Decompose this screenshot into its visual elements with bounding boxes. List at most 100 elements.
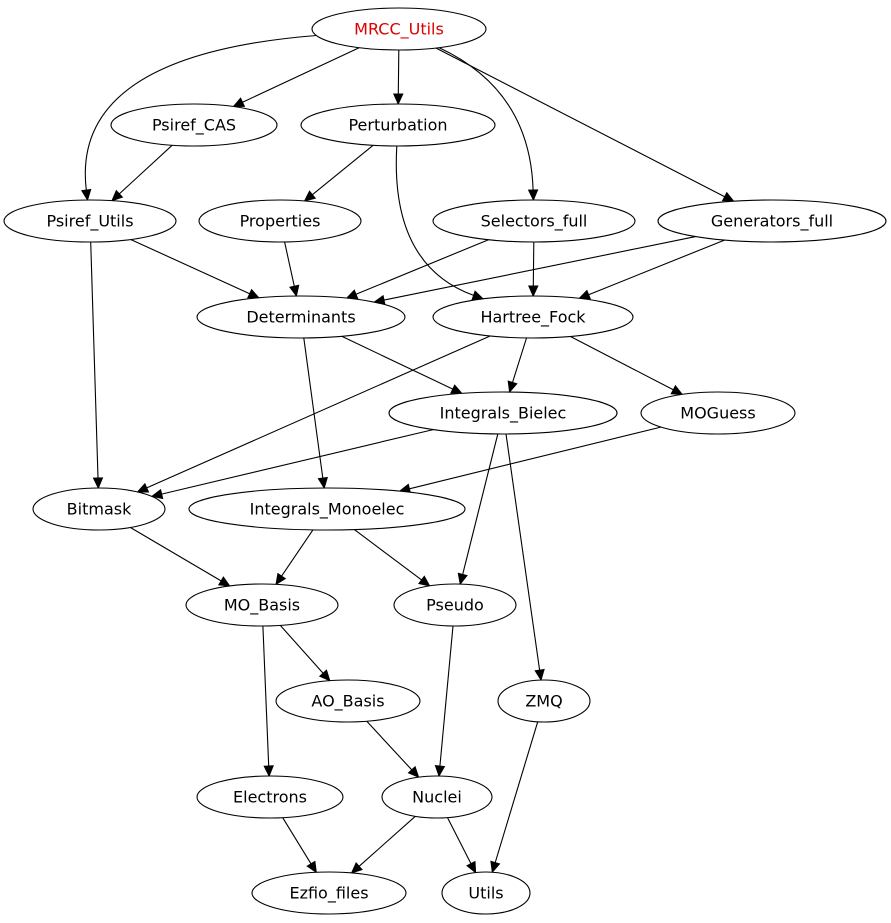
edge-ao-basis-to-nuclei: [366, 720, 420, 779]
edge-line: [358, 815, 416, 867]
node-ellipse: [198, 199, 362, 243]
node-mo-basis: MO_Basis: [185, 583, 339, 627]
edge-hartree-fock-to-integrals-bielec: [507, 337, 528, 394]
node-psiref-cas: Psiref_CAS: [110, 103, 278, 147]
edge-mo-basis-to-electrons: [262, 625, 274, 778]
edge-determinants-to-integrals-bielec: [341, 335, 463, 394]
node-ellipse: [432, 199, 636, 243]
node-utils: Utils: [441, 871, 531, 915]
arrowhead-icon: [232, 97, 246, 108]
node-label-bitmask: Bitmask: [67, 500, 132, 519]
arrowhead-icon: [407, 765, 420, 779]
arrowhead-icon: [111, 189, 124, 202]
edge-line: [438, 47, 534, 191]
arrowhead-icon: [434, 765, 446, 778]
node-ellipse: [497, 679, 591, 723]
node-ellipse: [110, 103, 278, 147]
edge-line: [570, 336, 674, 391]
arrowhead-icon: [318, 669, 331, 682]
node-moguess: MOGuess: [640, 391, 796, 435]
node-label-pseudo: Pseudo: [426, 596, 484, 615]
arrowhead-icon: [457, 572, 468, 586]
edge-line: [494, 721, 539, 863]
node-label-nuclei: Nuclei: [412, 788, 462, 807]
node-label-psiref-cas: Psiref_CAS: [152, 116, 236, 136]
node-perturbation: Perturbation: [300, 103, 496, 147]
edge-line: [355, 239, 489, 295]
arrowhead-icon: [393, 93, 404, 106]
node-ellipse: [381, 775, 493, 819]
node-psiref-utils: Psiref_Utils: [3, 199, 177, 243]
edge-perturbation-to-hartree-fock: [395, 145, 485, 301]
node-label-integrals-bielec: Integrals_Bielec: [440, 404, 567, 424]
node-generators-full: Generators_full: [657, 199, 887, 243]
arrowhead-icon: [466, 860, 477, 874]
arrowhead-icon: [275, 572, 287, 586]
edge-line: [242, 47, 360, 103]
edge-line: [84, 34, 317, 191]
node-zmq: ZMQ: [497, 679, 591, 723]
arrowhead-icon: [136, 482, 150, 493]
arrowhead-icon: [150, 488, 164, 500]
arrowhead-icon: [289, 284, 300, 298]
node-label-moguess: MOGuess: [680, 404, 755, 423]
arrowhead-icon: [303, 190, 317, 202]
edge-line: [282, 817, 312, 865]
arrowhead-icon: [80, 188, 92, 202]
edge-integrals-monoelec-to-mo-basis: [275, 529, 314, 586]
node-integrals-monoelec: Integrals_Monoelec: [188, 487, 466, 531]
edge-integrals-bielec-to-pseudo: [457, 433, 499, 586]
node-bitmask: Bitmask: [32, 487, 166, 531]
arrowhead-icon: [471, 290, 485, 301]
arrowhead-icon: [418, 575, 431, 587]
edge-properties-to-determinants: [284, 241, 300, 298]
arrowhead-icon: [247, 288, 260, 299]
edges-layer: [80, 34, 735, 874]
node-label-perturbation: Perturbation: [348, 116, 447, 135]
arrowhead-icon: [490, 860, 501, 874]
edge-pseudo-to-nuclei: [434, 625, 454, 778]
edge-integrals-monoelec-to-pseudo: [354, 529, 431, 587]
node-ellipse: [311, 7, 487, 51]
arrowhead-icon: [345, 289, 359, 300]
edge-integrals-bielec-to-bitmask: [150, 429, 434, 500]
edge-line: [395, 145, 474, 296]
arrowhead-icon: [92, 477, 104, 490]
node-pseudo: Pseudo: [393, 583, 517, 627]
edge-line: [312, 144, 374, 196]
node-label-electrons: Electrons: [233, 788, 307, 807]
edge-selectors-full-to-hartree-fock: [528, 241, 539, 298]
node-ellipse: [300, 103, 496, 147]
node-ellipse: [196, 295, 406, 339]
edge-moguess-to-integrals-monoelec: [398, 426, 661, 494]
edge-line: [303, 337, 324, 479]
arrowhead-icon: [528, 285, 539, 298]
edge-mrcc-utils-to-selectors-full: [438, 47, 539, 202]
edge-mrcc-utils-to-generators-full: [435, 47, 735, 202]
node-label-mo-basis: MO_Basis: [224, 596, 300, 616]
edge-bitmask-to-mo-basis: [130, 527, 231, 587]
node-ezfio-files: Ezfio_files: [251, 871, 407, 915]
edge-line: [435, 47, 725, 198]
arrowhead-icon: [670, 384, 684, 395]
arrowhead-icon: [350, 861, 363, 874]
edge-line: [588, 239, 725, 296]
edge-line: [439, 625, 454, 767]
arrowhead-icon: [534, 668, 545, 682]
node-ellipse: [441, 871, 531, 915]
edge-psiref-utils-to-bitmask: [90, 241, 104, 490]
node-label-hartree-fock: Hartree_Fock: [480, 308, 586, 328]
edge-generators-full-to-hartree-fock: [578, 239, 725, 300]
node-properties: Properties: [198, 199, 362, 243]
edge-perturbation-to-properties: [303, 144, 374, 202]
arrowhead-icon: [527, 189, 539, 202]
arrowhead-icon: [450, 384, 463, 394]
node-ellipse: [32, 487, 166, 531]
edge-electrons-to-ezfio-files: [282, 817, 317, 874]
node-hartree-fock: Hartree_Fock: [432, 295, 634, 339]
node-label-determinants: Determinants: [246, 308, 355, 327]
arrowhead-icon: [507, 380, 518, 394]
node-label-selectors-full: Selectors_full: [481, 212, 588, 232]
